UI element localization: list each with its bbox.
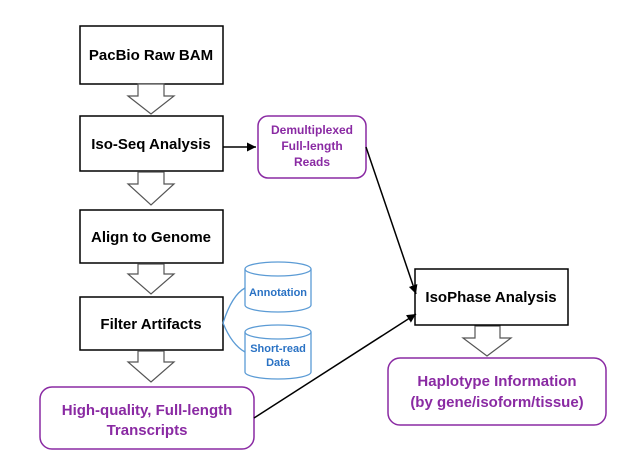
hq-transcripts-box: High-quality, Full-length Transcripts <box>39 386 255 450</box>
step-align-genome: Align to Genome <box>79 209 224 264</box>
isophase-label: IsoPhase Analysis <box>425 289 556 306</box>
annotation-label: Annotation <box>249 287 307 299</box>
down-arrow-2 <box>126 171 176 206</box>
step-filter-label: Filter Artifacts <box>100 316 201 333</box>
step-isoseq-label: Iso-Seq Analysis <box>91 136 211 153</box>
connector-filter-annotation <box>222 287 246 324</box>
isophase-analysis-box: IsoPhase Analysis <box>414 268 569 326</box>
arrow-hq-to-isophase <box>253 313 417 419</box>
demux-line-1: Demultiplexed <box>271 123 353 137</box>
step-align-label: Align to Genome <box>91 229 211 246</box>
demux-reads-box: Demultiplexed Full-length Reads <box>257 115 367 179</box>
step-isoseq-analysis: Iso-Seq Analysis <box>79 115 224 172</box>
down-arrow-1 <box>126 83 176 115</box>
down-arrow-3 <box>126 263 176 295</box>
connector-filter-shortread <box>222 322 246 353</box>
hq-line-2: Transcripts <box>107 422 188 439</box>
arrow-demux-to-isophase <box>365 146 418 295</box>
step-raw-bam-label: PacBio Raw BAM <box>89 47 213 64</box>
haplotype-line-2: (by gene/isoform/tissue) <box>410 394 583 411</box>
demux-line-3: Reads <box>294 155 330 169</box>
shortread-database: Short-read Data <box>244 324 312 380</box>
step-raw-bam: PacBio Raw BAM <box>79 25 224 85</box>
step-filter-artifacts: Filter Artifacts <box>79 296 224 351</box>
shortread-label-2: Data <box>266 357 291 369</box>
down-arrow-5 <box>461 325 513 357</box>
annotation-database: Annotation <box>244 261 312 313</box>
demux-line-2: Full-length <box>281 139 342 153</box>
shortread-label-1: Short-read <box>250 343 306 355</box>
haplotype-info-box: Haplotype Information (by gene/isoform/t… <box>387 357 607 426</box>
hq-line-1: High-quality, Full-length <box>62 402 233 419</box>
down-arrow-4 <box>126 350 176 383</box>
haplotype-line-1: Haplotype Information <box>417 373 576 390</box>
